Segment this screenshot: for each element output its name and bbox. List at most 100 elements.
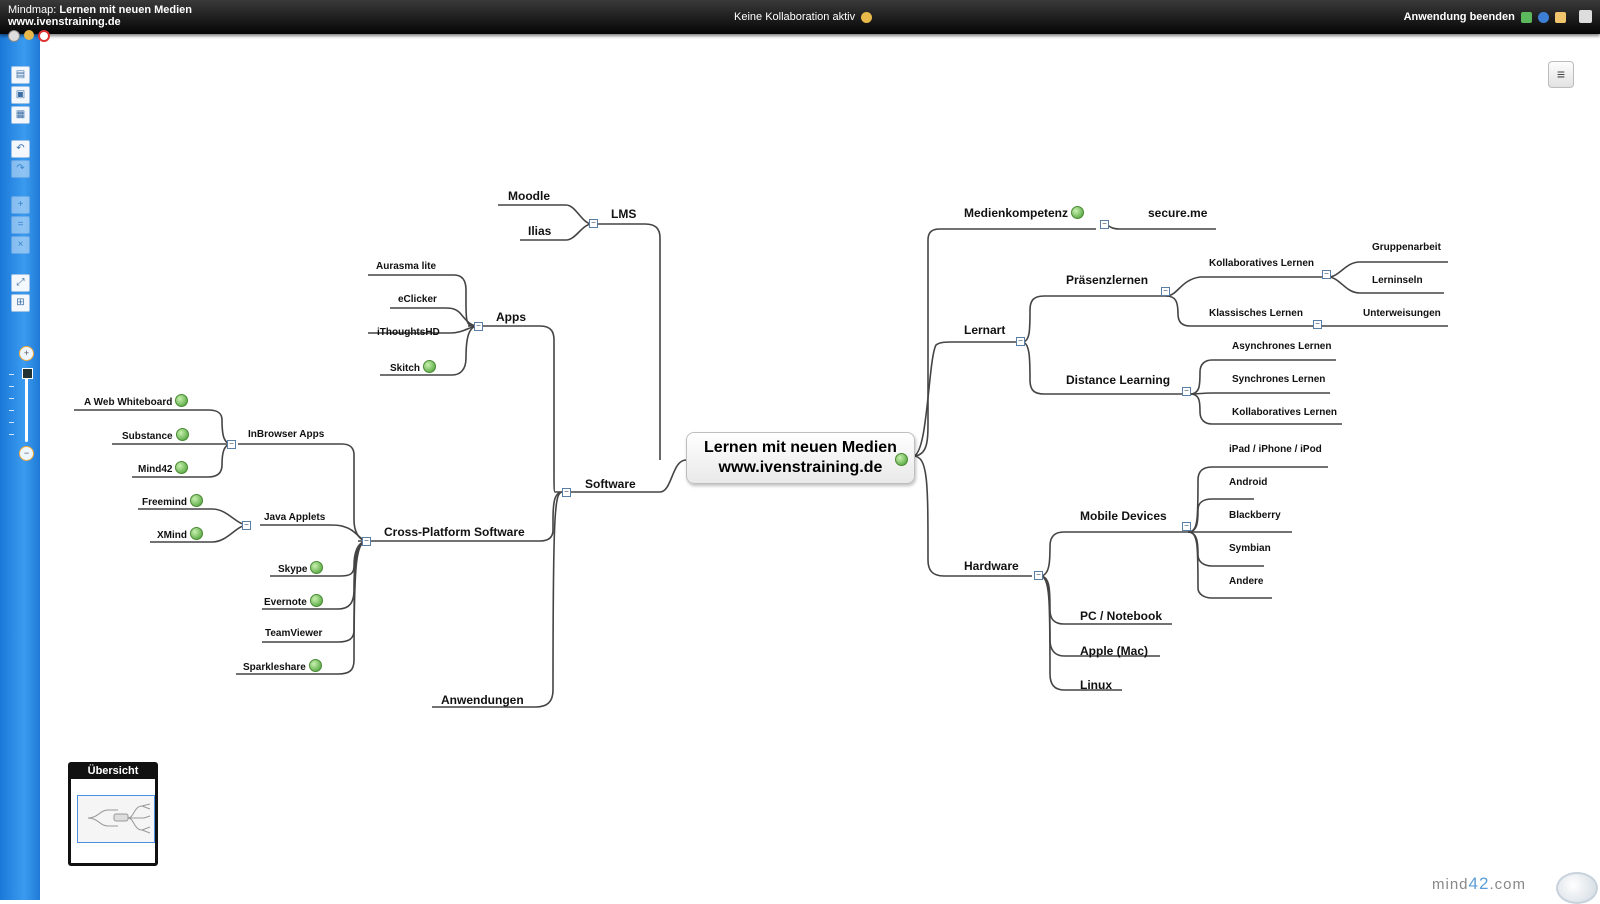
- collapse-toggle[interactable]: −: [474, 322, 483, 331]
- share-icon[interactable]: [24, 30, 34, 40]
- link-icon[interactable]: [175, 461, 189, 474]
- collapse-toggle[interactable]: −: [1322, 270, 1331, 279]
- link-icon[interactable]: [190, 494, 204, 507]
- node-kollaboratives-lernen[interactable]: Kollaboratives Lernen: [1209, 258, 1315, 269]
- collapse-toggle[interactable]: −: [1100, 220, 1109, 229]
- link-icon[interactable]: [423, 360, 437, 373]
- collapse-toggle[interactable]: −: [1034, 571, 1043, 580]
- node-java-applets[interactable]: Java Applets: [264, 512, 326, 523]
- link-icon[interactable]: [190, 527, 203, 540]
- node-apps[interactable]: Apps: [496, 310, 526, 324]
- redo-icon[interactable]: ↷: [11, 160, 30, 178]
- node-kollaboratives-lernen-2[interactable]: Kollaboratives Lernen: [1232, 407, 1338, 418]
- root-node[interactable]: Lernen mit neuen Medien www.ivenstrainin…: [686, 432, 915, 484]
- node-mobile-devices[interactable]: Mobile Devices: [1080, 509, 1167, 523]
- node-eclicker[interactable]: eClicker: [398, 294, 437, 305]
- node-unterweisungen[interactable]: Unterweisungen: [1363, 308, 1441, 319]
- open-icon[interactable]: ▤: [11, 66, 30, 84]
- collaboration-status[interactable]: Keine Kollaboration aktiv: [734, 11, 873, 23]
- node-evernote[interactable]: Evernote: [264, 594, 323, 610]
- node-asynchrones-lernen[interactable]: Asynchrones Lernen: [1232, 341, 1332, 352]
- collapse-toggle[interactable]: −: [1161, 287, 1170, 296]
- node-inbrowser-apps[interactable]: InBrowser Apps: [248, 429, 325, 440]
- node-lernart[interactable]: Lernart: [964, 323, 1006, 337]
- node-ipad-iphone-ipod[interactable]: iPad / iPhone / iPod: [1229, 444, 1322, 455]
- zoom-out-icon[interactable]: −: [19, 446, 34, 461]
- layout-icon[interactable]: ⊞: [11, 294, 30, 312]
- exit-icon[interactable]: [1520, 11, 1532, 23]
- collapse-toggle[interactable]: −: [1313, 320, 1322, 329]
- delete-node-icon[interactable]: ×: [11, 236, 30, 254]
- node-software[interactable]: Software: [585, 477, 636, 491]
- link-icon[interactable]: [175, 394, 189, 407]
- node-teamviewer[interactable]: TeamViewer: [265, 628, 323, 639]
- exit-area[interactable]: Anwendung beenden: [1404, 11, 1566, 23]
- save-as-icon[interactable]: ▦: [11, 106, 30, 124]
- node-blackberry[interactable]: Blackberry: [1229, 510, 1281, 521]
- info-icon[interactable]: [8, 30, 20, 42]
- settings-icon[interactable]: [1579, 10, 1592, 23]
- exit-button[interactable]: Anwendung beenden: [1403, 11, 1515, 23]
- help-icon[interactable]: [1537, 11, 1549, 23]
- wrench-icon[interactable]: [1555, 11, 1566, 23]
- zoom-slider-track[interactable]: [25, 370, 28, 442]
- node-freemind[interactable]: Freemind: [142, 494, 204, 510]
- node-android[interactable]: Android: [1229, 477, 1268, 488]
- node-skype[interactable]: Skype: [278, 561, 324, 577]
- overview-panel[interactable]: Übersicht: [68, 762, 158, 866]
- node-apple-mac[interactable]: Apple (Mac): [1080, 644, 1149, 658]
- node-sparkleshare[interactable]: Sparkleshare: [243, 659, 322, 675]
- node-linux[interactable]: Linux: [1080, 678, 1112, 692]
- node-cross-platform-software[interactable]: Cross-Platform Software: [384, 525, 525, 539]
- collapse-toggle[interactable]: −: [1182, 522, 1191, 531]
- link-icon[interactable]: [175, 428, 189, 441]
- node-a-web-whiteboard[interactable]: A Web Whiteboard: [84, 394, 189, 410]
- node-moodle[interactable]: Moodle: [508, 189, 550, 203]
- node-xmind[interactable]: XMind: [157, 527, 203, 543]
- node-hardware[interactable]: Hardware: [964, 559, 1019, 573]
- collapse-toggle[interactable]: −: [1016, 337, 1025, 346]
- collapse-toggle[interactable]: −: [227, 440, 236, 449]
- collapse-toggle[interactable]: −: [362, 537, 371, 546]
- node-skitch[interactable]: Skitch: [390, 360, 437, 376]
- node-ithoughtshd[interactable]: iThoughtsHD: [377, 327, 440, 338]
- node-klassisches-lernen[interactable]: Klassisches Lernen: [1209, 308, 1303, 319]
- mind42-logo[interactable]: mind42.com: [1432, 874, 1526, 894]
- node-anwendungen[interactable]: Anwendungen: [441, 693, 524, 707]
- node-andere[interactable]: Andere: [1229, 576, 1264, 587]
- collapse-toggle[interactable]: −: [562, 488, 571, 497]
- undo-icon[interactable]: ↶: [11, 140, 30, 158]
- node-medienkompetenz[interactable]: Medienkompetenz: [964, 206, 1085, 220]
- collapse-toggle[interactable]: −: [589, 219, 598, 228]
- users-icon[interactable]: [861, 11, 873, 23]
- node-mind42[interactable]: Mind42: [138, 461, 189, 477]
- node-substance[interactable]: Substance: [122, 428, 189, 444]
- node-distance-learning[interactable]: Distance Learning: [1066, 373, 1171, 387]
- add-child-icon[interactable]: +: [11, 196, 30, 214]
- node-secure-me[interactable]: secure.me: [1148, 206, 1208, 220]
- link-icon[interactable]: [1071, 206, 1085, 219]
- collapse-toggle[interactable]: −: [242, 521, 251, 530]
- rss-icon[interactable]: [38, 30, 50, 42]
- node-gruppenarbeit[interactable]: Gruppenarbeit: [1372, 242, 1441, 253]
- add-sibling-icon[interactable]: =: [11, 216, 30, 234]
- notes-panel-button[interactable]: ≡: [1548, 61, 1574, 88]
- node-lms[interactable]: LMS: [611, 207, 637, 221]
- node-lerninseln[interactable]: Lerninseln: [1372, 275, 1423, 286]
- node-synchrones-lernen[interactable]: Synchrones Lernen: [1232, 374, 1326, 385]
- node-pc-notebook[interactable]: PC / Notebook: [1080, 609, 1163, 623]
- zoom-in-icon[interactable]: +: [19, 346, 34, 361]
- zoom-slider-handle[interactable]: [22, 368, 33, 379]
- link-icon[interactable]: [309, 594, 323, 607]
- node-praesenzlernen[interactable]: Präsenzlernen: [1066, 273, 1149, 287]
- node-ilias[interactable]: Ilias: [528, 224, 552, 238]
- overview-viewport[interactable]: [77, 795, 155, 843]
- expand-icon[interactable]: ⤢: [11, 274, 30, 292]
- collapse-toggle[interactable]: −: [1182, 387, 1191, 396]
- node-symbian[interactable]: Symbian: [1229, 543, 1271, 554]
- save-icon[interactable]: ▣: [11, 86, 30, 104]
- link-icon[interactable]: [308, 659, 322, 672]
- link-icon[interactable]: [310, 561, 324, 574]
- link-icon[interactable]: [895, 453, 908, 466]
- node-aurasma-lite[interactable]: Aurasma lite: [376, 261, 437, 272]
